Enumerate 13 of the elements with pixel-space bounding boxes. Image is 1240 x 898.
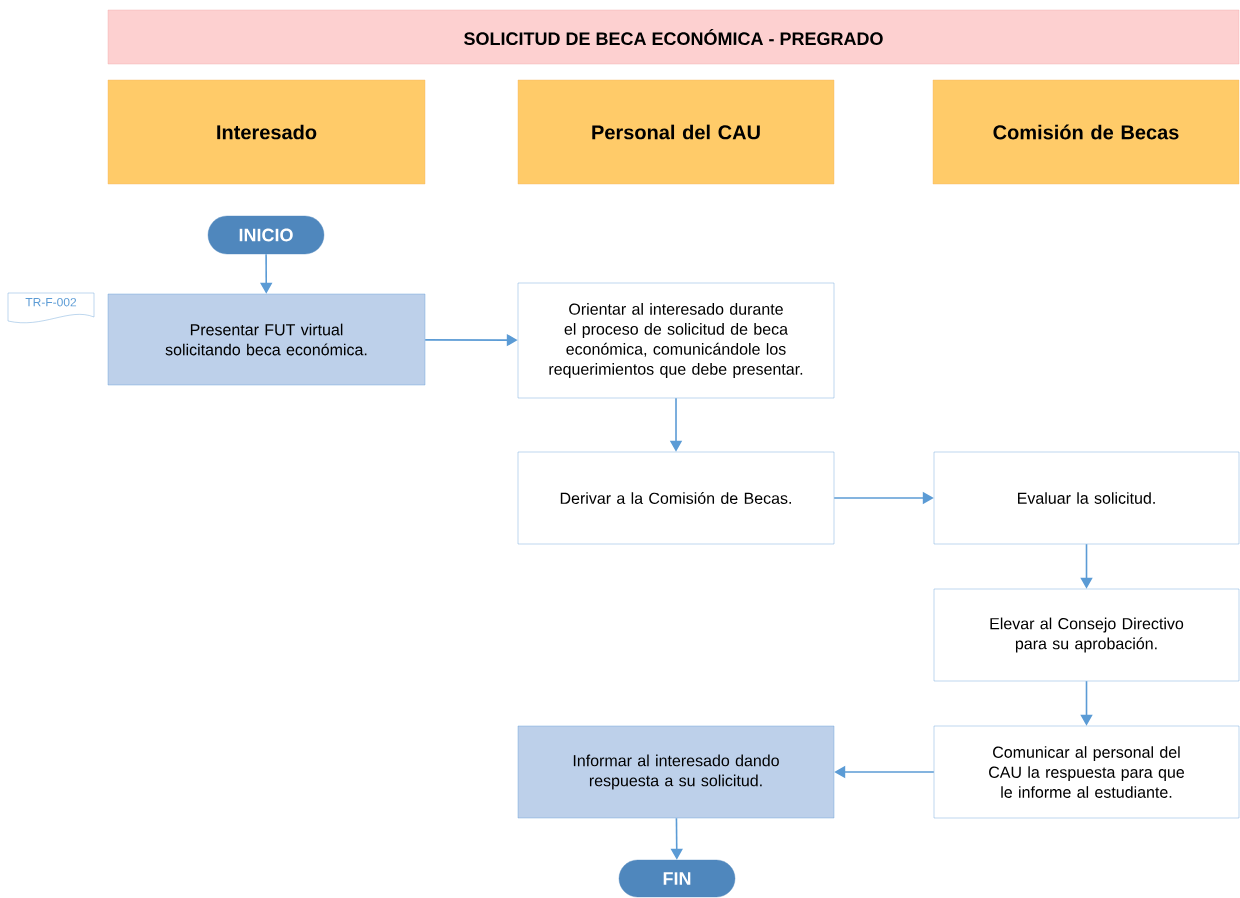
lane-header: Interesado [107,79,426,185]
process-box: Informar al interesado dando respuesta a su solicitud. [517,725,835,819]
process-box: Presentar FUT virtual solicitando beca económica. [107,293,426,386]
process-box: Elevar al Consejo Directivo para su aprobación. [933,588,1240,682]
process-box: Evaluar la solicitud. [933,451,1240,545]
terminator: FIN [618,859,736,898]
lane-header: Comisión de Becas [932,79,1240,185]
process-box: Comunicar al personal del CAU la respuesta para que le informe al estudiante. [933,725,1240,819]
process-box: Derivar a la Comisión de Becas. [517,451,835,545]
title-band: SOLICITUD DE BECA ECONÓMICA - PREGRADO [107,9,1240,65]
process-box: Orientar al interesado durante el proceso de solicitud de beca económica, comunicándole los requerimientos que debe presentar. [517,282,835,399]
terminator: INICIO [207,215,325,255]
lane-header: Personal del CAU [517,79,835,185]
